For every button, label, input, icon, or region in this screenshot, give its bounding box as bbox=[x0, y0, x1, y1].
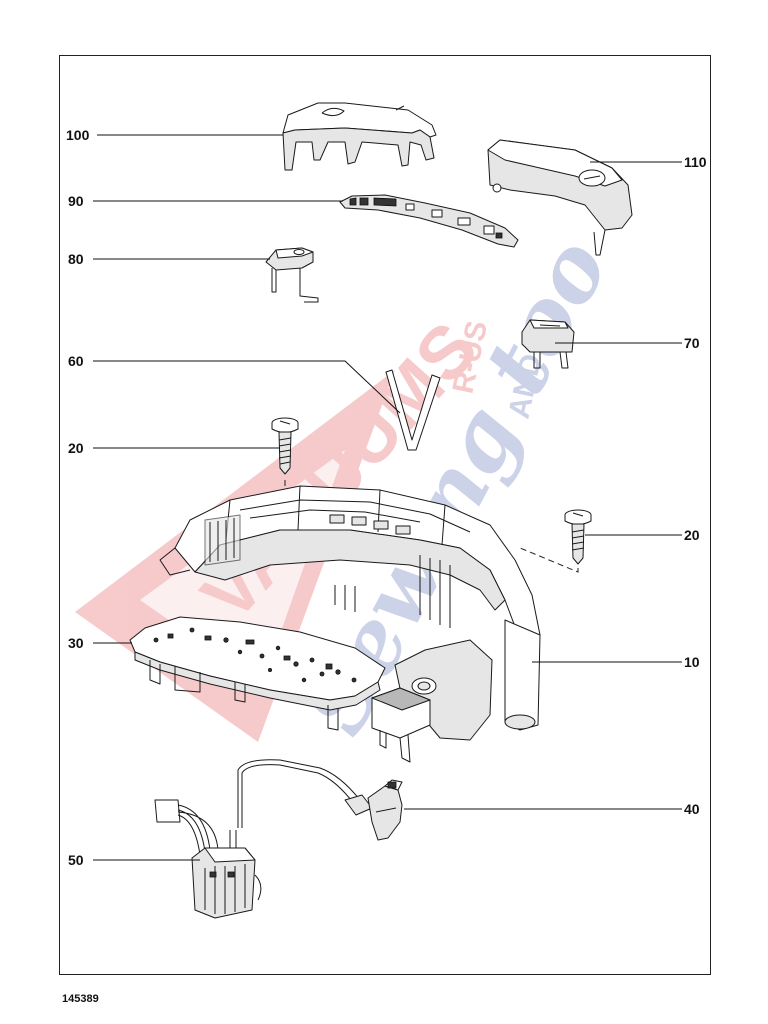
part-label-110: 110 bbox=[684, 154, 707, 170]
part-40-wiring-switch bbox=[237, 759, 403, 841]
part-label-10: 10 bbox=[684, 654, 700, 670]
leader-lines bbox=[93, 134, 682, 861]
part-label-50: 50 bbox=[68, 852, 84, 868]
part-80-button bbox=[265, 247, 319, 303]
part-label-100: 100 bbox=[66, 127, 90, 143]
part-20-screw-right bbox=[519, 509, 592, 573]
part-90-membrane-strip bbox=[339, 194, 519, 248]
part-30-circuit-board bbox=[129, 616, 386, 731]
part-label-70: 70 bbox=[684, 335, 700, 351]
part-label-40: 40 bbox=[684, 801, 700, 817]
part-10-main-housing bbox=[159, 485, 541, 763]
part-100-top-cover bbox=[282, 102, 437, 171]
part-number-labels: 100 110 90 80 70 60 20 20 30 10 40 50 bbox=[66, 127, 707, 868]
drawing-number: 145389 bbox=[62, 993, 99, 1005]
part-70-rocker-button bbox=[521, 319, 575, 369]
part-label-20-left: 20 bbox=[68, 440, 84, 456]
part-label-80: 80 bbox=[68, 251, 84, 267]
part-20-screw-left bbox=[271, 417, 326, 500]
part-label-30: 30 bbox=[68, 635, 84, 651]
part-label-90: 90 bbox=[68, 193, 84, 209]
part-label-60: 60 bbox=[68, 353, 84, 369]
part-50-connector bbox=[154, 799, 262, 919]
part-label-20-right: 20 bbox=[684, 527, 700, 543]
diagram-frame bbox=[59, 55, 711, 975]
